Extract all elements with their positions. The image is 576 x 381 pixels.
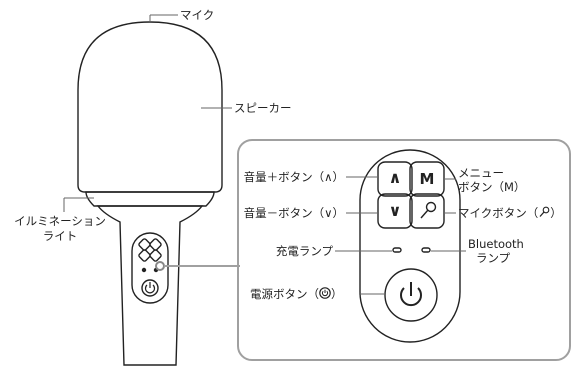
label-illumination-1: イルミネーション xyxy=(14,214,106,228)
volume-up-button xyxy=(377,161,413,197)
label-power-text: 電源ボタン（ xyxy=(250,287,319,301)
label-mic: マイク xyxy=(180,8,215,22)
enlarged-control-panel xyxy=(359,149,461,343)
label-power: 電源ボタン（ ） xyxy=(250,287,343,301)
charge-lamp xyxy=(392,247,402,253)
mini-lamp-charge xyxy=(141,267,147,273)
callout-box xyxy=(237,139,571,361)
volume-up-glyph: ∧ xyxy=(388,168,402,187)
callout-link xyxy=(155,261,240,271)
mini-power-icon xyxy=(144,284,156,294)
label-illumination-2: ライト xyxy=(42,229,78,243)
volume-down-button xyxy=(377,193,413,229)
speaker-head xyxy=(77,21,223,193)
label-bluetooth-1: Bluetooth xyxy=(468,237,524,251)
label-charge-lamp: 充電ランプ xyxy=(275,244,333,258)
mic-button xyxy=(409,193,445,229)
power-inline-icon xyxy=(319,287,331,299)
mini-btn-menu xyxy=(149,238,162,251)
handle-control-panel xyxy=(131,232,169,304)
illumination-ring xyxy=(85,191,215,207)
label-mic-button-text: マイクボタン（ xyxy=(458,206,539,220)
power-button xyxy=(384,268,438,322)
label-menu-2: ボタン（M） xyxy=(458,180,526,194)
leader-lines xyxy=(63,14,466,295)
microphone xyxy=(77,21,223,366)
power-icon xyxy=(400,287,422,307)
mini-btn-mic xyxy=(149,249,162,262)
label-bluetooth-2: ランプ xyxy=(476,251,511,265)
mic-inline-icon xyxy=(539,206,550,217)
mini-btn-up xyxy=(138,238,151,251)
microphone-icon xyxy=(420,201,437,219)
label-menu-1: メニュー xyxy=(458,166,504,180)
label-mic-button: マイクボタン（ ） xyxy=(458,206,562,220)
label-mic-button-close: ） xyxy=(550,206,562,220)
bluetooth-lamp xyxy=(421,247,431,253)
mini-btn-down xyxy=(138,249,151,262)
menu-glyph: M xyxy=(419,170,435,188)
handle xyxy=(96,205,204,366)
mini-power-button xyxy=(141,279,159,297)
label-power-close: ） xyxy=(331,287,343,301)
label-volume-down: 音量－ボタン（∨） xyxy=(243,206,344,220)
label-speaker: スピーカー xyxy=(234,101,292,115)
volume-down-glyph: ∨ xyxy=(388,201,402,220)
label-volume-up: 音量＋ボタン（∧） xyxy=(243,170,344,184)
